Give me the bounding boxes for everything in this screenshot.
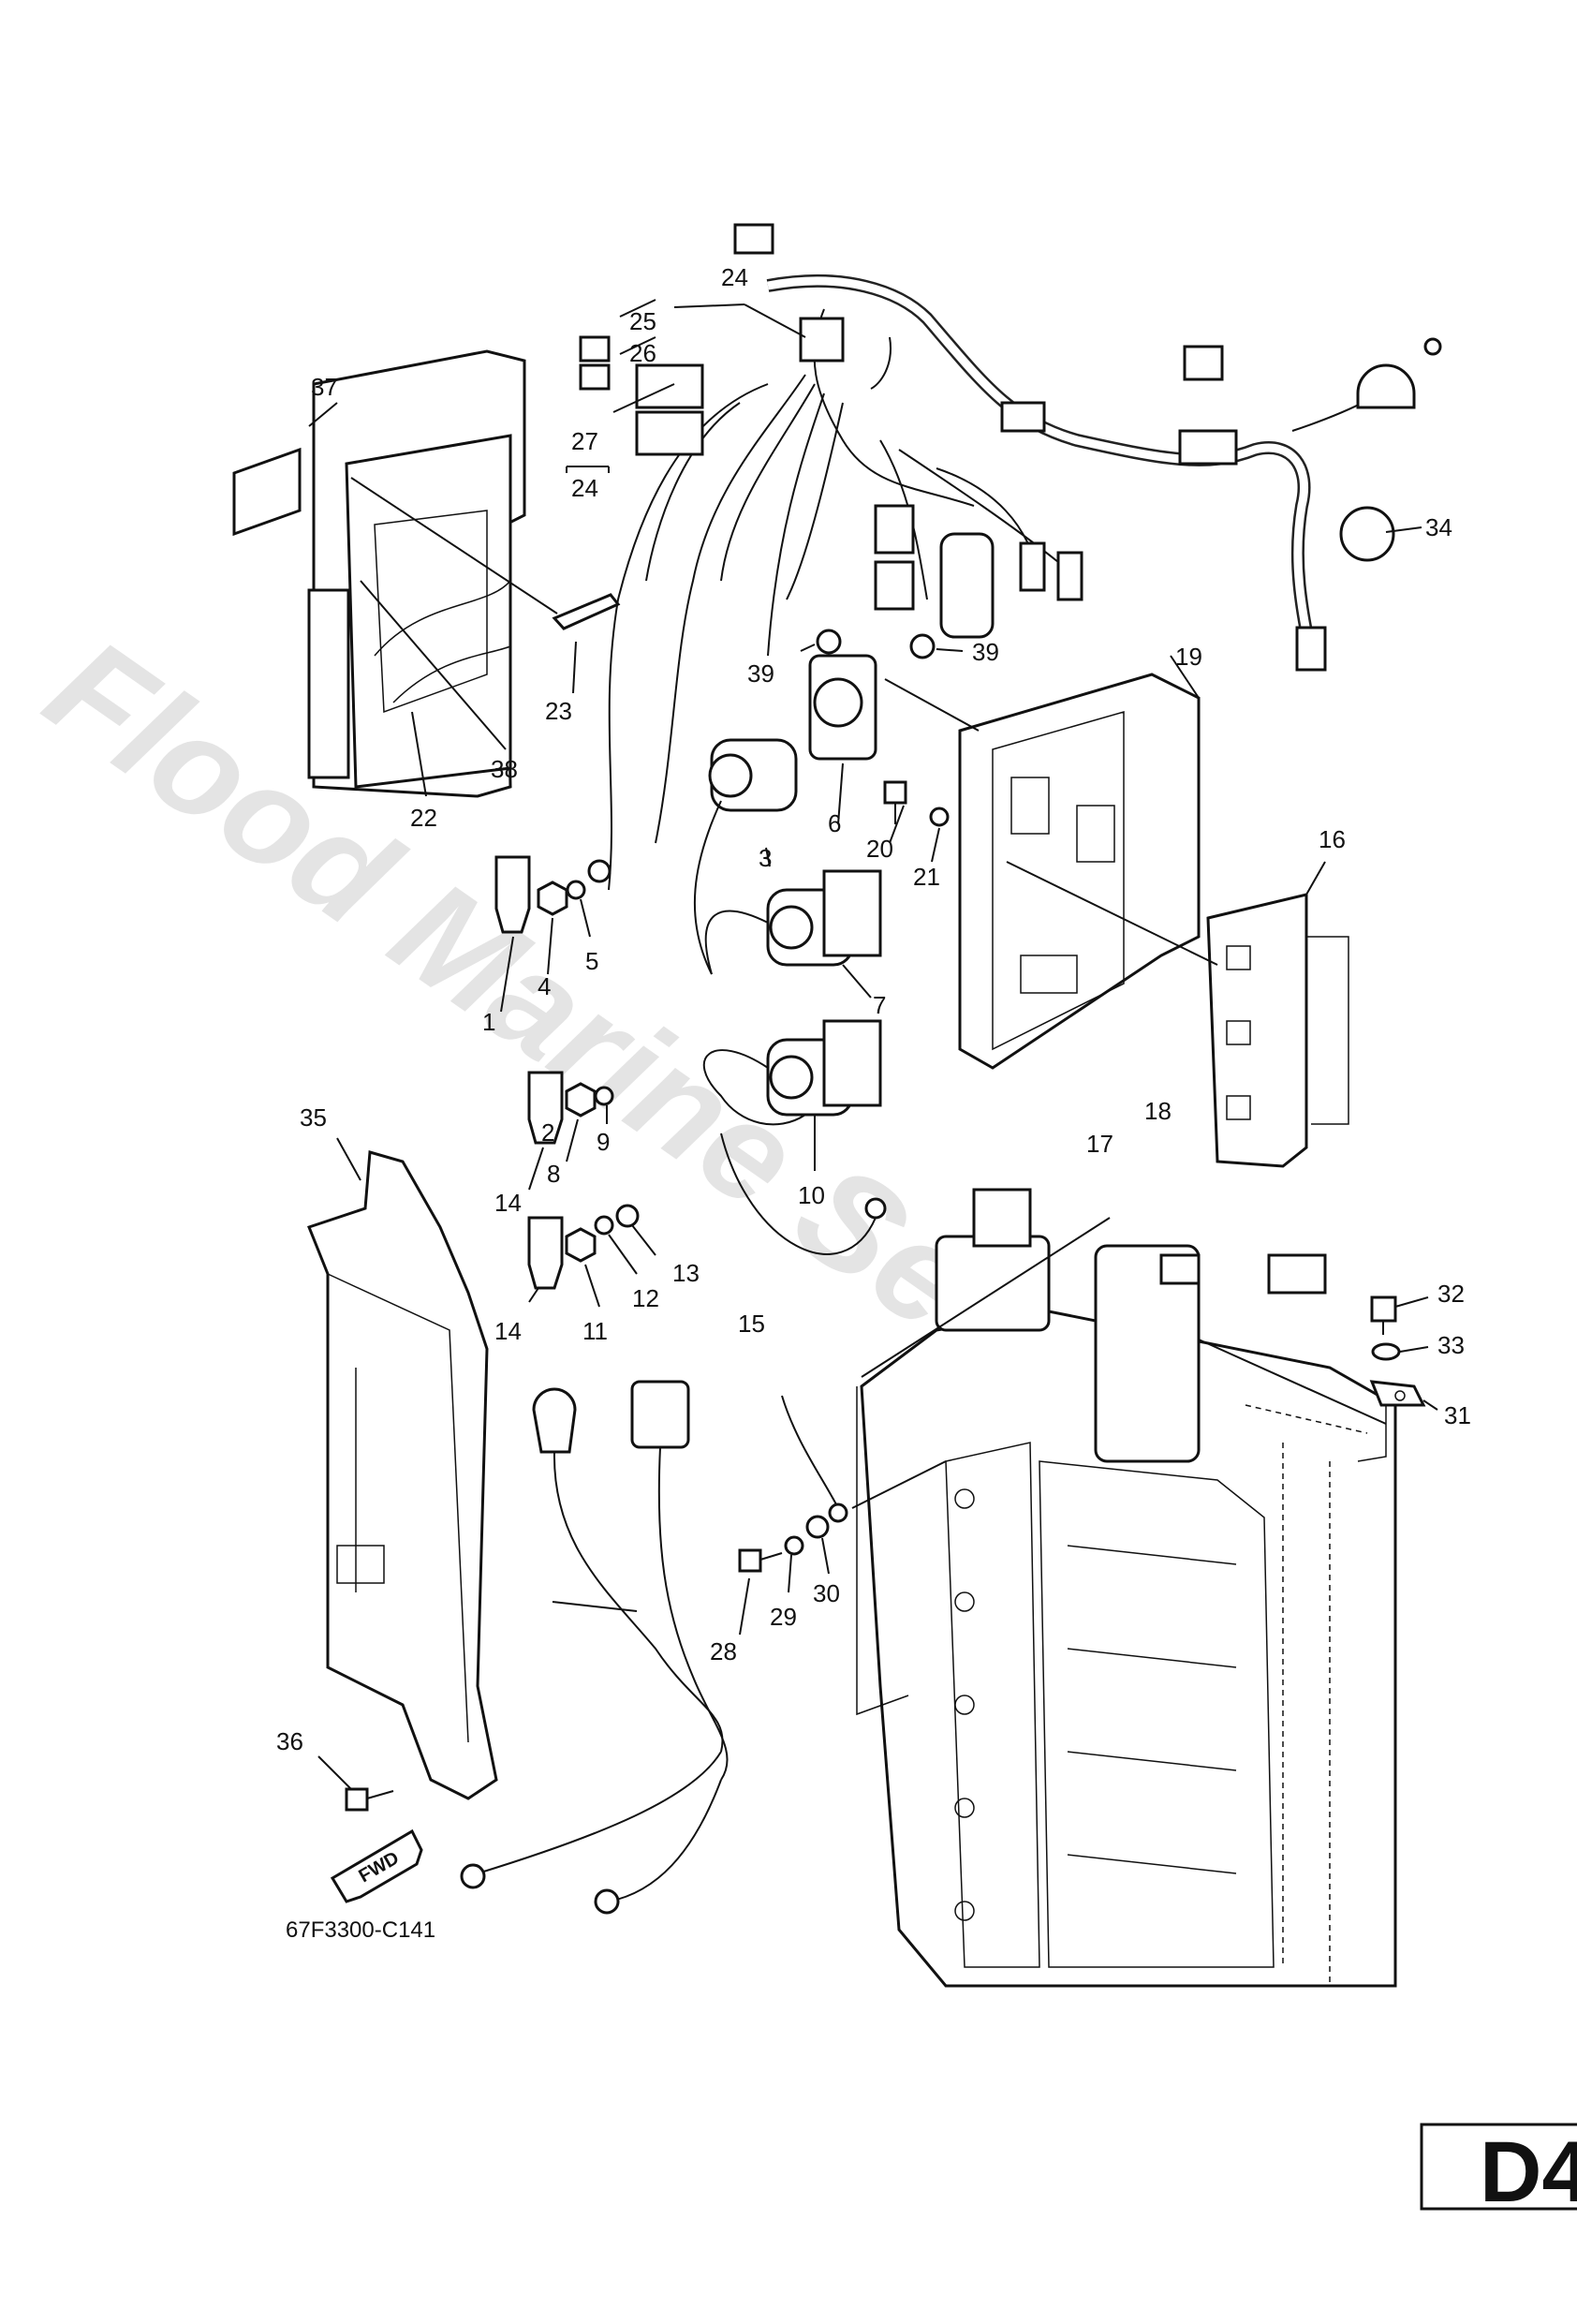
washer-21 (929, 807, 950, 827)
callout-36: 36 (276, 1727, 303, 1755)
clamp-31 (1369, 1380, 1426, 1407)
ground-lead-terminal (828, 1502, 848, 1523)
callout-10: 10 (798, 1181, 825, 1209)
callout-23: 23 (545, 697, 572, 725)
callout-7: 7 (873, 991, 886, 1019)
callout-6: 6 (828, 809, 841, 837)
callout-13: 13 (672, 1259, 700, 1287)
callout-25: 25 (629, 307, 656, 335)
callout-15: 15 (738, 1310, 765, 1338)
callout-3: 3 (759, 844, 772, 872)
callout-2: 2 (541, 1118, 554, 1147)
callout-28: 28 (710, 1637, 737, 1665)
cap-14-lower (527, 1216, 564, 1290)
callout-37: 37 (311, 373, 338, 401)
nut-8 (565, 1082, 597, 1118)
terminal-13 (615, 1204, 640, 1228)
callout-35: 35 (300, 1103, 327, 1132)
lead-15-terminal (864, 1197, 887, 1220)
fwd-arrow: FWD (330, 1828, 423, 1903)
washer-33 (1371, 1342, 1401, 1361)
callout-38: 38 (491, 755, 518, 783)
bolt-28 (738, 1548, 783, 1573)
cap-1 (494, 855, 531, 934)
washer-9 (594, 1086, 614, 1106)
callout-26: 26 (629, 339, 656, 367)
bolt-20 (883, 780, 907, 824)
electrical-box-cover (307, 349, 526, 798)
plate-16 (1206, 893, 1308, 1168)
callout-21: 21 (913, 863, 940, 891)
washer-29 (784, 1535, 804, 1556)
clip-39-left (816, 629, 842, 655)
callout-24-upper: 24 (721, 263, 748, 291)
cover-35 (307, 1150, 498, 1800)
callout-39-right: 39 (972, 638, 999, 666)
nut-4 (537, 881, 568, 916)
callout-20: 20 (866, 835, 893, 863)
relay-3 (708, 738, 798, 812)
callout-16: 16 (1319, 825, 1346, 853)
callout-33: 33 (1437, 1331, 1465, 1359)
cap-14-upper (527, 1071, 564, 1145)
page-code-box (1420, 2123, 1577, 2211)
battery-lead-2 (460, 1380, 729, 1915)
label-sheet-37 (232, 447, 302, 537)
mounting-bracket-19 (958, 673, 1201, 1070)
relay-10 (766, 1019, 882, 1117)
callout-32: 32 (1437, 1280, 1465, 1308)
terminal-5 (587, 859, 612, 883)
callout-18: 18 (1144, 1097, 1172, 1125)
callout-24-lower: 24 (571, 474, 598, 502)
callout-22: 22 (410, 804, 437, 832)
callout-31: 31 (1444, 1401, 1471, 1429)
bolt-32 (1370, 1295, 1397, 1335)
callout-39-left: 39 (747, 659, 774, 688)
callout-29: 29 (770, 1603, 797, 1631)
washer-5 (566, 880, 586, 900)
callout-27: 27 (571, 427, 598, 455)
callout-4: 4 (538, 972, 551, 1000)
callout-1: 1 (482, 1008, 495, 1036)
nut-11 (565, 1227, 597, 1263)
relay-7 (766, 869, 882, 967)
clamp-23 (552, 593, 621, 630)
callout-labels: 1 2 3 4 5 6 7 8 9 10 11 12 13 14 14 15 1… (276, 263, 1471, 1755)
callout-34: 34 (1425, 513, 1452, 541)
holder-6 (808, 654, 877, 761)
callout-8: 8 (547, 1160, 560, 1188)
page-code: D4 (1480, 2124, 1577, 2220)
callout-14-lower: 14 (494, 1317, 522, 1345)
callout-12: 12 (632, 1284, 659, 1312)
diagram-code: 67F3300-C141 (286, 1917, 435, 1943)
callout-11: 11 (582, 1317, 608, 1345)
wiring-harness (579, 223, 1442, 891)
callout-9: 9 (597, 1128, 610, 1156)
engine-block (860, 1188, 1397, 1988)
washer-12 (594, 1215, 614, 1236)
bolt-36 (345, 1787, 394, 1812)
callout-5: 5 (585, 947, 598, 975)
washer-30 (805, 1515, 830, 1539)
callout-14-upper: 14 (494, 1189, 522, 1217)
callout-19: 19 (1175, 643, 1202, 671)
callout-30: 30 (813, 1579, 840, 1607)
clip-39-right (909, 633, 936, 659)
callout-17: 17 (1086, 1130, 1113, 1158)
